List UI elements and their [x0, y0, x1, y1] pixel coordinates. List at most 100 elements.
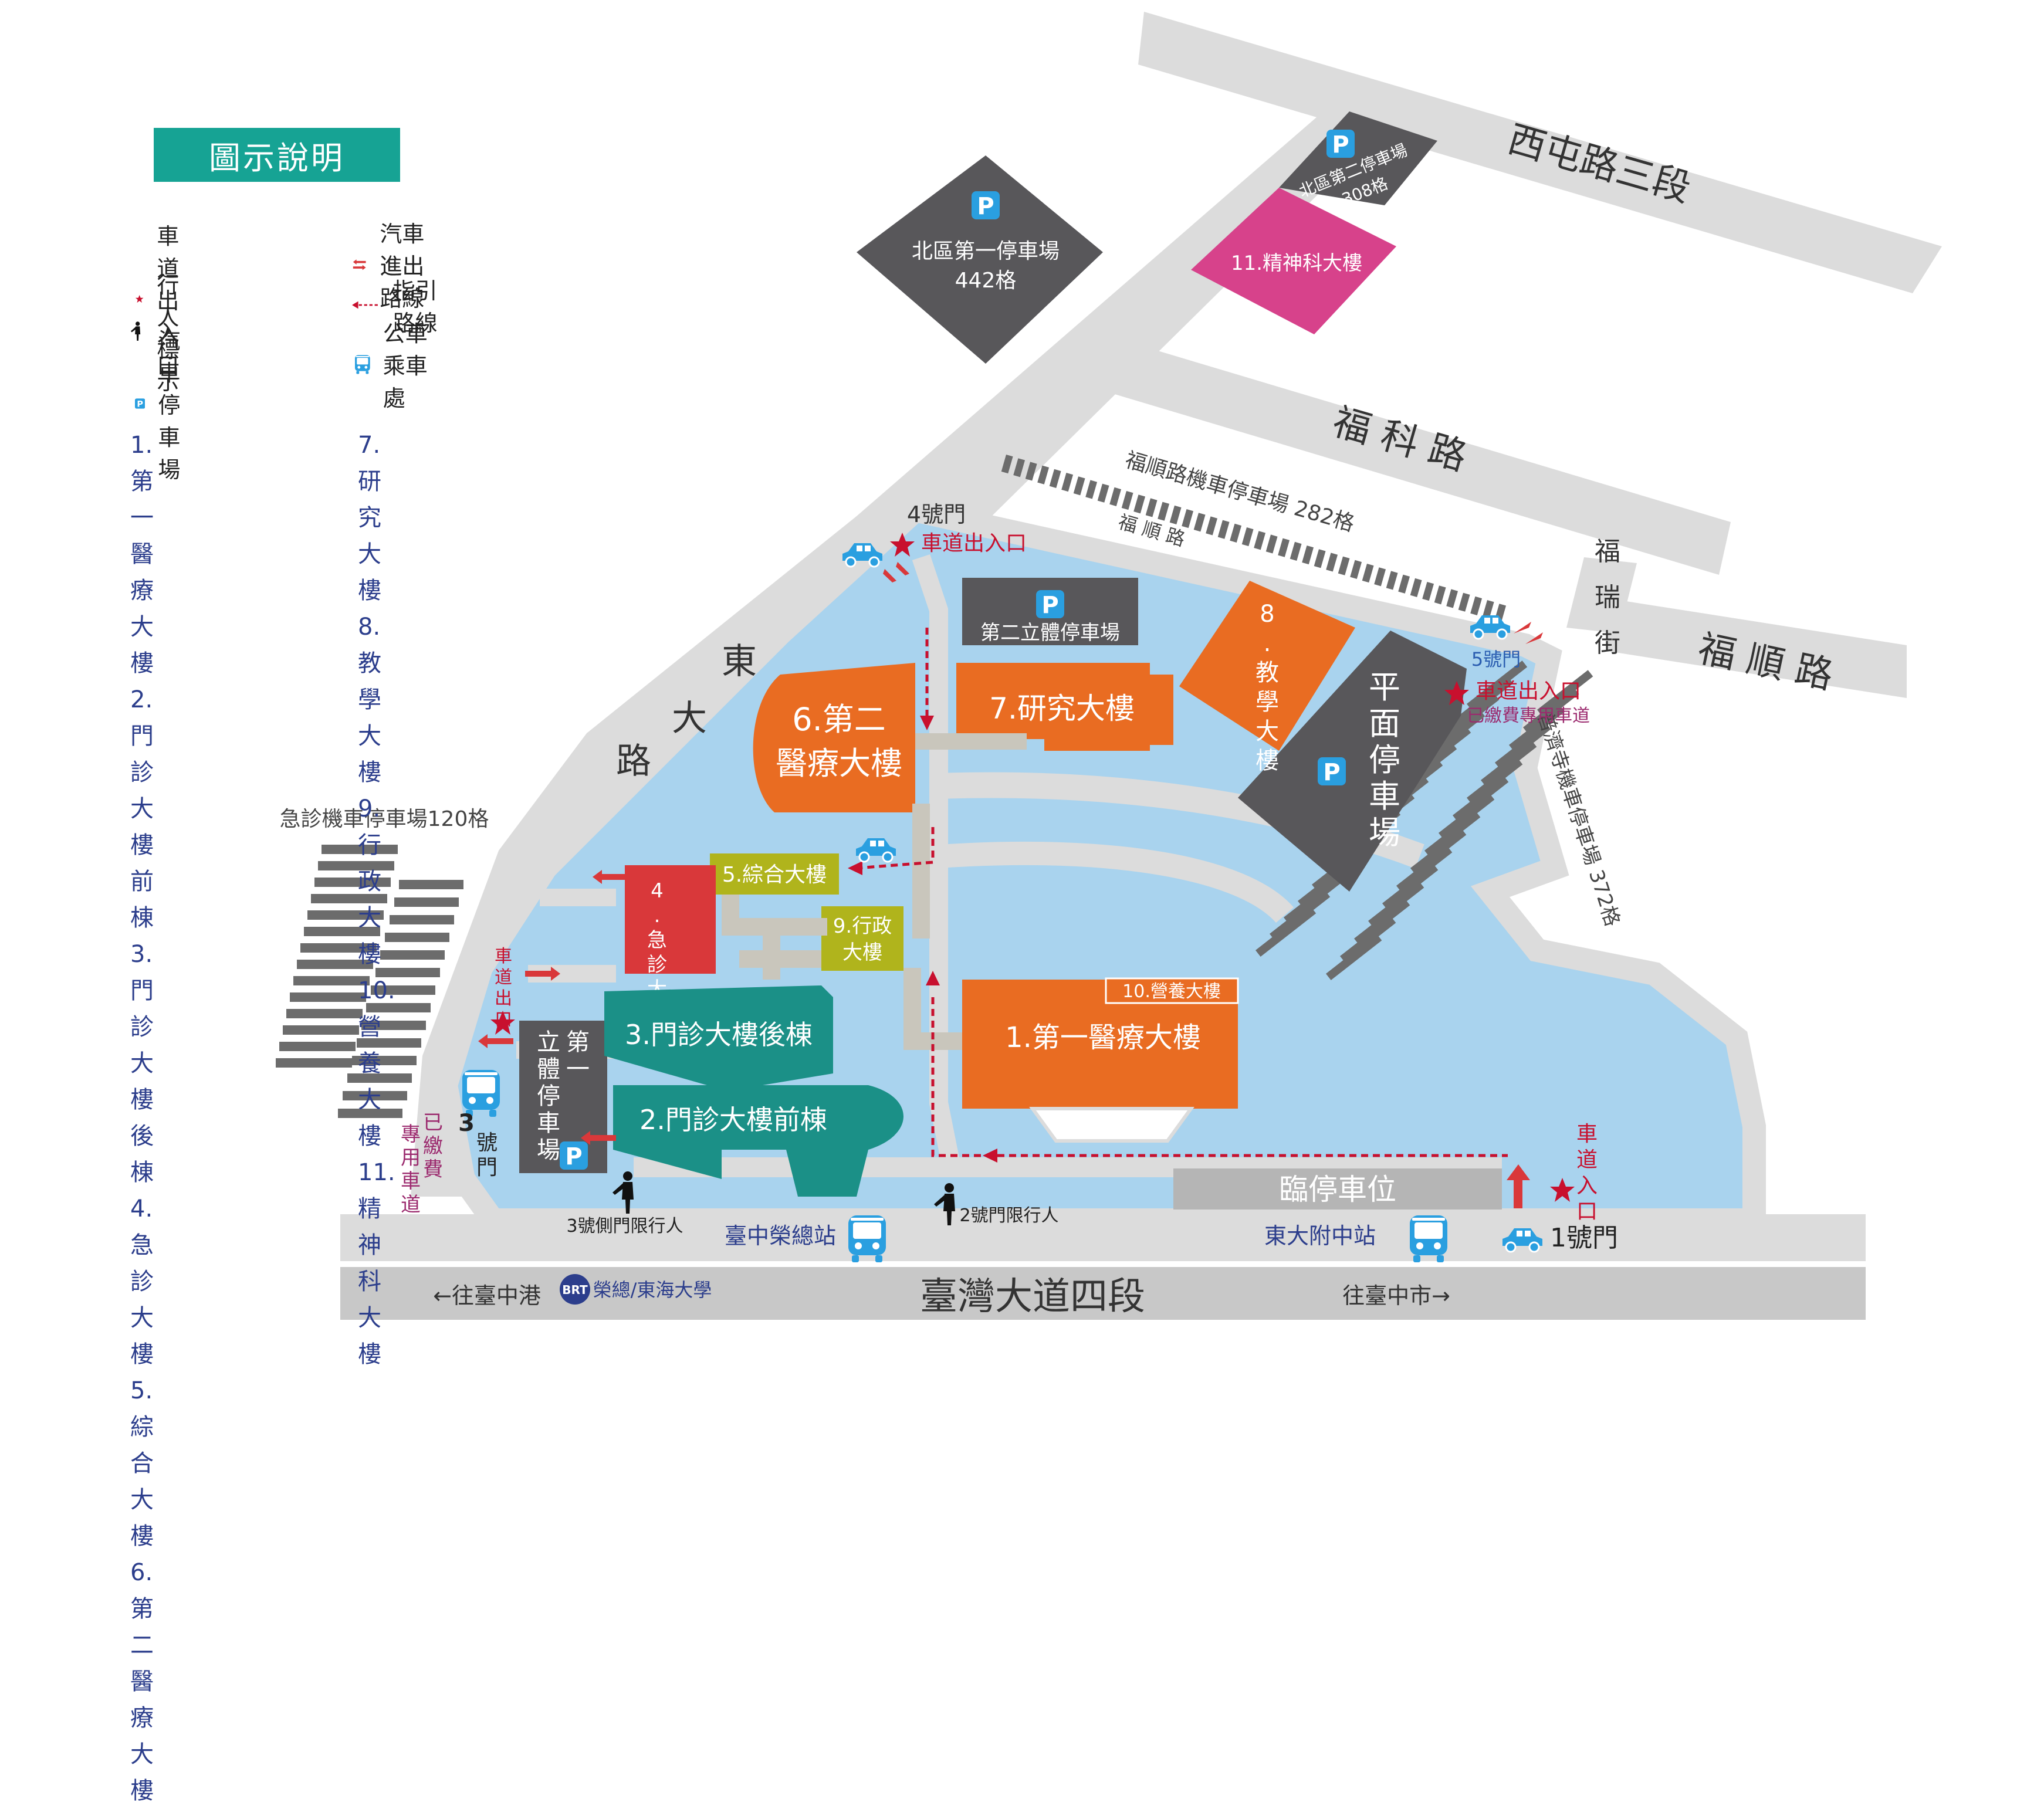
gate3-ped-label: 3號側門限行人 [566, 1216, 683, 1237]
moto-stall [366, 1003, 431, 1012]
legend-item-pedestrian: 行人標示 [130, 267, 197, 396]
moto-stall [338, 1109, 402, 1118]
guide-arrowheads [848, 716, 997, 1163]
moto-stall [1396, 846, 1453, 893]
moto-stall [1453, 775, 1509, 822]
moto-stall [1061, 473, 1074, 492]
moto-stall [394, 897, 459, 907]
moto-stall [318, 861, 394, 870]
north-parking-1-count: 442格 [955, 269, 1017, 293]
moto-stall [375, 968, 440, 977]
moto-stall [1230, 523, 1242, 543]
moto-stall [1470, 596, 1483, 615]
moto-stall [390, 915, 454, 924]
moto-stall [1265, 534, 1278, 554]
moto-stall [307, 910, 384, 920]
moto-stall [1302, 546, 1314, 565]
moto-stall [1109, 487, 1122, 506]
fuke-road [1091, 334, 1731, 575]
building-8-label: 8.教學大樓 [1255, 601, 1279, 774]
moto-parking-er [276, 845, 463, 1118]
moto-stall [1278, 538, 1290, 557]
moto-stall [1410, 828, 1467, 875]
brt-route-label: 榮總/東海大學 [593, 1279, 712, 1301]
moto-stall [1326, 934, 1382, 981]
moto-stall [286, 1009, 363, 1018]
legend-building: 5.綜合大樓 [130, 1377, 154, 1550]
moto-stall [1422, 582, 1434, 601]
first-3d-parking-icon [560, 1141, 588, 1170]
legend-item-entrance: 車道出入口 [135, 218, 196, 380]
legend-label: 行人標示 [157, 272, 180, 395]
psychiatry-building-label: 11.精神科大樓 [1231, 252, 1362, 275]
north-parking-1-name: 北區第一停車場 [912, 239, 1060, 263]
taiwan-blvd [340, 1267, 1866, 1320]
legend-building-list-col2: 7.研究大樓 8.教學大樓 9.行政大樓 10.營養大樓 11.精神科大樓 [358, 427, 395, 1373]
legend-item-guide: 指引路線 [352, 273, 440, 337]
building-4 [625, 865, 716, 974]
moto-stall [380, 950, 445, 960]
building-9-line2: 大樓 [842, 941, 882, 964]
moto-stall [1362, 563, 1374, 583]
moto-stall [357, 1038, 421, 1048]
connectors [722, 733, 1027, 1050]
moto-stall [297, 960, 373, 969]
building-1-entrance [1029, 1107, 1194, 1143]
legend-building: 3.門診大樓後棟 [130, 941, 154, 1186]
building-3-label: 3.門診大樓後棟 [625, 1019, 813, 1051]
moto-stall [343, 1091, 407, 1100]
moto-stall [347, 1073, 412, 1083]
moto-stall [1368, 881, 1424, 928]
building-1-label: 1.第一醫療大樓 [1005, 1021, 1201, 1054]
moto-stall [1073, 476, 1085, 496]
moto-stall [300, 943, 377, 953]
roads [340, 12, 1942, 1320]
legend-label: 汽車停車場 [158, 328, 181, 483]
bus-icon [355, 354, 370, 374]
building-9-line1: 9.行政 [833, 914, 892, 938]
gate4-double-arrow [883, 562, 909, 582]
xitun-road [1138, 12, 1942, 293]
building-9 [821, 906, 903, 971]
temp-parking-label: 臨停車位 [1279, 1173, 1396, 1207]
legend-building: 10.營養大樓 [358, 977, 395, 1150]
moto-stall [1290, 541, 1302, 561]
moto-stall [1509, 705, 1565, 752]
moto-stall [1374, 567, 1386, 587]
paid-vertical-label-a: 已繳費 [423, 1111, 443, 1181]
flat-parking-icon [1318, 757, 1346, 786]
moto-stall [1424, 811, 1481, 858]
gate5-double-arrow [1514, 622, 1543, 644]
parking-icon [135, 398, 145, 409]
building-2-label: 2.門診大樓前棟 [639, 1104, 827, 1136]
furui-street-label: 福瑞街 [1595, 537, 1620, 658]
legend-building: 7.研究大樓 [358, 432, 381, 604]
moto-stall [279, 1042, 356, 1051]
moto-stall [1446, 589, 1458, 608]
moto-stall [352, 1056, 417, 1065]
legend-item-car-route: 汽車進出路線 [352, 216, 428, 313]
moto-stall [283, 1025, 359, 1035]
moto-er-label: 急診機車停車場120格 [280, 807, 489, 831]
legend-building: 11.精神科大樓 [358, 1159, 395, 1368]
bus-icon-dongda [1410, 1215, 1447, 1262]
taiwan-blvd-label: 臺灣大道四段 [920, 1275, 1145, 1319]
stop-vgh-label: 臺中榮總站 [725, 1223, 836, 1249]
moto-stall [1254, 531, 1266, 550]
north-parking-1 [857, 155, 1103, 364]
gate5-label: 5號門 [1471, 648, 1521, 670]
moto-stall [1025, 462, 1037, 481]
moto-stall [1340, 916, 1396, 963]
legend-building: 8.教學大樓 [358, 614, 381, 786]
moto-stall [1482, 600, 1494, 619]
gate3-num: 3 [458, 1110, 475, 1137]
moto-stall [1338, 556, 1350, 575]
furui-street [1566, 557, 1637, 634]
moto-stall [293, 976, 370, 985]
moto-stall [276, 1058, 352, 1068]
bus-icon-vgh [848, 1215, 886, 1262]
moto-stall [361, 1021, 426, 1030]
gate1-up-arrow [1507, 1164, 1530, 1208]
moto-stall [1037, 465, 1050, 485]
moto-stall [314, 878, 391, 887]
